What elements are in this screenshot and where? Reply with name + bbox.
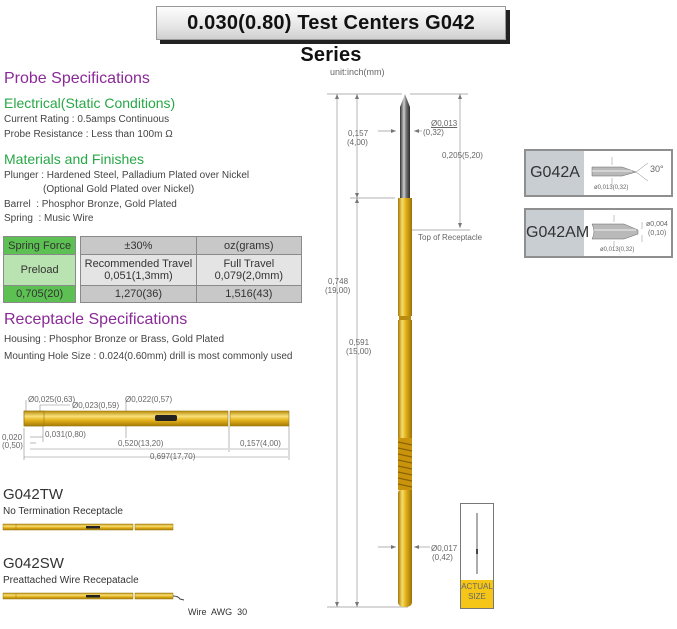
len-total-a: 0,748 bbox=[328, 277, 349, 286]
tip-dia-g042a: ø0,013(0,32) bbox=[594, 185, 629, 191]
len-plunger-a: 0,157 bbox=[348, 129, 369, 138]
receptacle-specs-heading: Receptacle Specifications bbox=[4, 311, 188, 328]
mounting-hole-spec: Mounting Hole Size : 0.024(0.60mm) drill… bbox=[4, 351, 293, 362]
barrel-threads bbox=[397, 438, 413, 490]
housing-spec: Housing : Phosphor Bronze or Brass, Gold… bbox=[4, 334, 225, 345]
dim-crimp-diameter: Ø0,022(0,57) bbox=[125, 395, 173, 404]
recommended-travel-value: 0,051(1,3mm) bbox=[104, 270, 173, 282]
barrel-lower bbox=[398, 490, 412, 607]
actual-size-label-2: SIZE bbox=[468, 592, 486, 601]
probe-specs-heading: Probe Specifications bbox=[4, 70, 150, 87]
variant-model-tw: G042TW bbox=[3, 486, 64, 503]
table-header-tolerance: ±30% bbox=[80, 236, 197, 255]
tip-end-dia-b: (0,10) bbox=[648, 230, 667, 237]
len-plunger-b: (4,00) bbox=[347, 138, 368, 147]
tip-model-g042am: G042AM bbox=[526, 210, 589, 256]
receptacle-drawing bbox=[23, 400, 290, 460]
current-rating: Current Rating : 0.5amps Continuous bbox=[4, 114, 170, 125]
table-cell-preload: Preload bbox=[2, 254, 77, 286]
variant-desc-sw: Preattached Wire Recepatacle bbox=[3, 575, 139, 586]
receptacle-tw-drawing bbox=[2, 523, 174, 531]
table-header-units: oz(grams) bbox=[195, 236, 303, 255]
plunger bbox=[400, 94, 410, 198]
barrel-middle bbox=[398, 320, 412, 438]
actual-size-label-1: ACTUAL bbox=[461, 582, 493, 591]
dim-body-length: 0,520(13,20) bbox=[118, 439, 164, 448]
probe-resistance: Probe Resistance : Less than 100m Ω bbox=[4, 129, 173, 140]
dim-wall-a: 0,020 bbox=[2, 433, 23, 442]
materials-heading: Materials and Finishes bbox=[4, 151, 145, 167]
tip-diameter-a: Ø0,013 bbox=[431, 119, 458, 128]
len-barrel-a: 0,591 bbox=[349, 338, 370, 347]
electrical-heading: Electrical(Static Conditions) bbox=[4, 95, 176, 111]
receptacle-body bbox=[23, 410, 229, 427]
variant-model-sw: G042SW bbox=[3, 555, 64, 572]
dim-head-length: 0,031(0,80) bbox=[45, 430, 86, 439]
actual-size-probe bbox=[476, 513, 478, 574]
table-cell-full-travel: Full Travel 0,079(2,0mm) bbox=[195, 254, 303, 286]
tip-diameter-b: (0,32) bbox=[423, 128, 444, 137]
tip-angle: 30° bbox=[650, 164, 664, 174]
barrel-upper bbox=[398, 198, 412, 316]
table-cell-full-value: 1,516(43) bbox=[195, 285, 303, 303]
plunger-spec: Plunger : Hardened Steel, Palladium Plat… bbox=[4, 170, 250, 181]
wire-gauge-label: Wire AWG 30 bbox=[188, 607, 248, 617]
variant-desc-tw: No Termination Receptacle bbox=[3, 506, 123, 517]
tip-style-g042a: G042A 30° ø0,013(0,32) bbox=[524, 149, 673, 197]
dim-wall-b: (0,50) bbox=[2, 441, 23, 450]
tip-g042a-drawing bbox=[591, 157, 649, 185]
tip-style-g042am: G042AM ø0,004 (0,10) ø0,013(0,32) bbox=[524, 208, 673, 258]
page-title: 0.030(0.80) Test Centers G042 Series bbox=[156, 6, 506, 66]
table-header-spring-force: Spring Force bbox=[2, 236, 77, 255]
dim-outer-diameter: Ø0,025(0,63) bbox=[28, 395, 76, 404]
tip-g042am-drawing bbox=[591, 215, 643, 247]
spring-spec: Spring : Music Wire bbox=[4, 213, 94, 224]
len-barrel-b: (15,00) bbox=[346, 347, 372, 356]
plunger-option: (Optional Gold Plated over Nickel) bbox=[43, 184, 195, 195]
spring-force-table: Spring Force ±30% oz(grams) Preload Reco… bbox=[2, 236, 303, 303]
receptacle-sw-drawing bbox=[2, 592, 185, 601]
wire bbox=[172, 595, 185, 601]
tip-end-dia-a: ø0,004 bbox=[646, 221, 668, 228]
table-cell-recommended-value: 1,270(36) bbox=[80, 285, 197, 303]
barrel-diameter-a: Ø0,017 bbox=[431, 544, 458, 553]
receptacle-tail bbox=[229, 410, 290, 427]
top-of-receptacle-label: Top of Receptacle bbox=[418, 233, 483, 242]
table-cell-preload-value: 0,705(20) bbox=[2, 285, 77, 303]
table-cell-recommended-travel: Recommended Travel 0,051(1,3mm) bbox=[80, 254, 197, 286]
barrel-spec: Barrel : Phosphor Bronze, Gold Plated bbox=[4, 199, 177, 210]
full-travel-value: 0,079(2,0mm) bbox=[214, 270, 284, 282]
probe-drawing bbox=[327, 93, 470, 608]
recommended-travel-label: Recommended Travel bbox=[84, 258, 193, 270]
actual-size-box: ACTUAL SIZE bbox=[460, 503, 494, 609]
tip-dia-g042am: ø0,013(0,32) bbox=[600, 247, 635, 253]
dim-inner-diameter: Ø0,023(0,59) bbox=[72, 401, 120, 410]
receptacle-crimp bbox=[155, 415, 177, 421]
full-travel-label: Full Travel bbox=[223, 258, 275, 270]
tip-model-g042a: G042A bbox=[526, 151, 584, 195]
dim-total-length: 0,697(17,70) bbox=[150, 452, 196, 461]
len-total-b: (19,00) bbox=[325, 286, 351, 295]
barrel-diameter-b: (0,42) bbox=[432, 553, 453, 562]
unit-label: unit:inch(mm) bbox=[330, 67, 385, 77]
dim-tail-length: 0,157(4,00) bbox=[240, 439, 281, 448]
len-above-receptacle: 0,205(5,20) bbox=[442, 151, 483, 160]
